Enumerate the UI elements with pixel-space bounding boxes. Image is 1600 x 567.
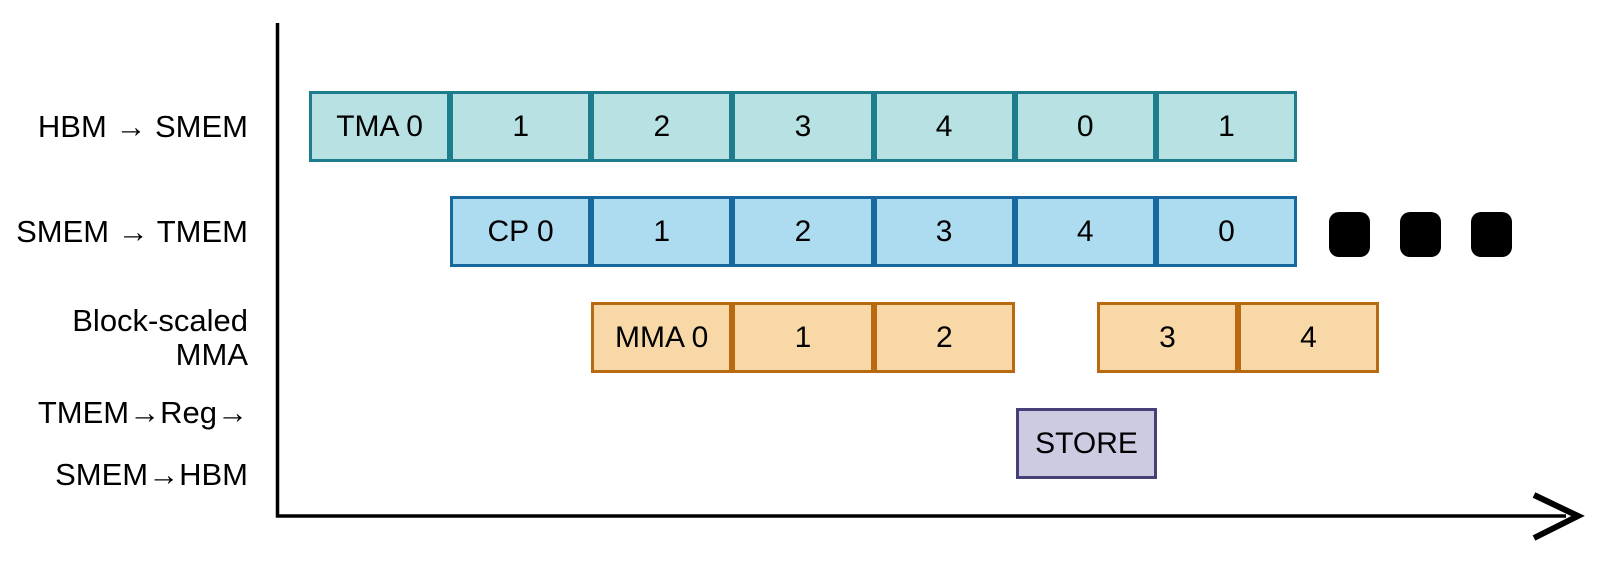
- tma-segment: 1: [1155, 91, 1297, 162]
- row-label-hbm-smem: HBM → SMEM: [37, 108, 248, 144]
- mma-bar-group-1: MMA 0 1 2: [591, 302, 1015, 373]
- cp-segment: 4: [1014, 196, 1156, 267]
- tma-segment: 3: [732, 91, 874, 162]
- tma-segment: TMA 0: [309, 91, 451, 162]
- mma-segment: 4: [1238, 302, 1379, 373]
- row-label-block-scaled-mma: Block-scaled MMA: [72, 302, 248, 372]
- tma-segment: 0: [1014, 91, 1156, 162]
- cp-segment: 0: [1155, 196, 1298, 267]
- mma-segment: 1: [732, 302, 874, 373]
- tma-segment: 4: [873, 91, 1015, 162]
- store-bar: STORE: [1016, 408, 1157, 479]
- row-label-line-2: SMEM→HBM: [55, 457, 248, 492]
- row-label-tmem-reg-smem-hbm: TMEM→Reg→ SMEM→HBM: [0, 397, 248, 490]
- tma-segment: 2: [591, 91, 733, 162]
- cp-segment: 3: [873, 196, 1015, 267]
- store-segment: STORE: [1016, 408, 1157, 479]
- ellipsis-square-icon: [1400, 212, 1441, 257]
- tma-segment: 1: [450, 91, 592, 162]
- mma-bar-group-2: 3 4: [1097, 302, 1379, 373]
- mma-segment: 3: [1097, 302, 1238, 373]
- tma-bar: TMA 0 1 2 3 4 0 1: [309, 91, 1297, 162]
- cp-segment: 1: [591, 196, 733, 267]
- row-label-line-1: TMEM→Reg→: [37, 395, 248, 430]
- mma-segment: MMA 0: [591, 302, 733, 373]
- x-axis-arrow-icon: [1532, 492, 1585, 541]
- ellipsis-square-icon: [1471, 212, 1512, 257]
- mma-segment: 2: [873, 302, 1015, 373]
- continuation-ellipsis: [1329, 212, 1512, 257]
- cp-segment: CP 0: [450, 196, 592, 267]
- row-label-smem-tmem: SMEM → TMEM: [16, 213, 248, 249]
- cp-segment: 2: [732, 196, 874, 267]
- cp-bar: CP 0 1 2 3 4 0: [450, 196, 1298, 267]
- ellipsis-square-icon: [1329, 212, 1370, 257]
